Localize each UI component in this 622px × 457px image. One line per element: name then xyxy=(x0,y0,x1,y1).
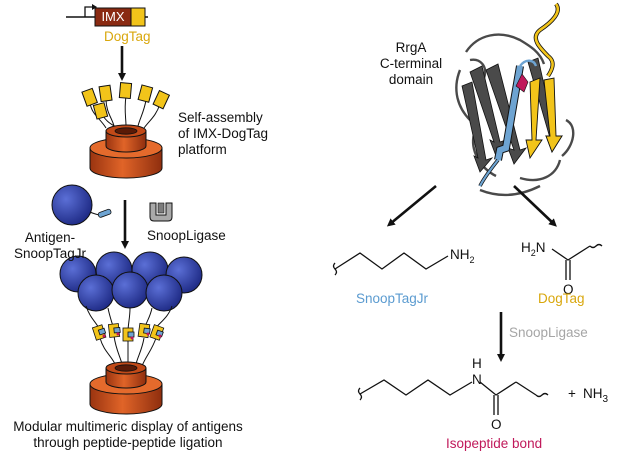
self-assembly-line-3: platform xyxy=(178,142,227,157)
imx-dogtag-platform xyxy=(81,82,171,179)
self-assembly-line-1: Self-assembly xyxy=(178,110,263,125)
snoopligase-label-left: SnoopLigase xyxy=(147,228,226,243)
asparagine-chain xyxy=(551,243,603,280)
ammonia-subscript: 3 xyxy=(602,394,609,405)
promoter-arrow-icon xyxy=(84,4,97,17)
antigen-line-1: Antigen- xyxy=(24,230,76,245)
self-assembly-line-2: of IMX-DogTag xyxy=(178,126,269,141)
isopeptide-bond-label: Isopeptide bond xyxy=(446,436,543,451)
self-assembly-label: Self-assembly of IMX-DogTag platform xyxy=(178,110,268,158)
antigen-sphere-icon xyxy=(51,184,112,226)
carbonyl-oxygen: O xyxy=(563,282,574,297)
ring-platform-icon xyxy=(89,124,163,179)
snooptagjr-label: SnoopTagJr xyxy=(356,291,429,306)
wavy-bond-icon xyxy=(589,243,603,249)
product-nh-h: H xyxy=(472,356,482,371)
rrga-line-1: RrgA xyxy=(395,40,427,55)
antigen-line-2: SnoopTagJr xyxy=(13,246,87,261)
caption-line-1: Modular multimeric display of antigens xyxy=(13,419,243,434)
amine-subscript: 2 xyxy=(469,255,475,265)
imx-gene-label: IMX xyxy=(101,9,125,24)
protein-ribbon-icon xyxy=(455,2,575,197)
amide-subscript: 2 xyxy=(530,248,536,258)
gene-construct xyxy=(66,4,148,27)
dogtag-gene-box xyxy=(130,7,146,27)
ammonia-nh: NH xyxy=(583,386,603,401)
snoopligase-label-right: SnoopLigase xyxy=(509,325,588,340)
rrga-line-3: domain xyxy=(388,72,434,87)
snoopligase-clamp-icon xyxy=(149,202,173,222)
figure-caption: Modular multimeric display of antigens t… xyxy=(0,419,256,451)
amide-label: H2N xyxy=(521,240,546,258)
arrow-to-snooptagjr xyxy=(386,184,437,227)
amine-label: NH2 xyxy=(450,247,475,265)
wavy-bond-icon xyxy=(535,392,549,398)
product-nh-n: N xyxy=(472,372,482,387)
amide-n: N xyxy=(535,240,546,255)
dogtag-label-right: DogTag xyxy=(538,291,585,306)
lysine-chain xyxy=(332,252,449,276)
amine-nh: NH xyxy=(450,247,470,262)
arrow-to-dogtag xyxy=(513,185,557,227)
plus-sign: + xyxy=(568,386,576,401)
multimeric-display xyxy=(59,251,203,415)
ammonia-label: NH3 xyxy=(583,386,609,405)
antigen-label: Antigen- SnoopTagJr xyxy=(2,230,98,262)
product-oxygen: O xyxy=(491,417,502,432)
isopeptide-product xyxy=(357,379,549,415)
rrga-label: RrgA C-terminal domain xyxy=(366,40,456,88)
rrga-line-2: C-terminal xyxy=(379,56,443,71)
caption-line-2: through peptide-peptide ligation xyxy=(33,435,223,450)
amide-h: H xyxy=(521,240,531,255)
dogtag-gene-label: DogTag xyxy=(104,29,151,44)
